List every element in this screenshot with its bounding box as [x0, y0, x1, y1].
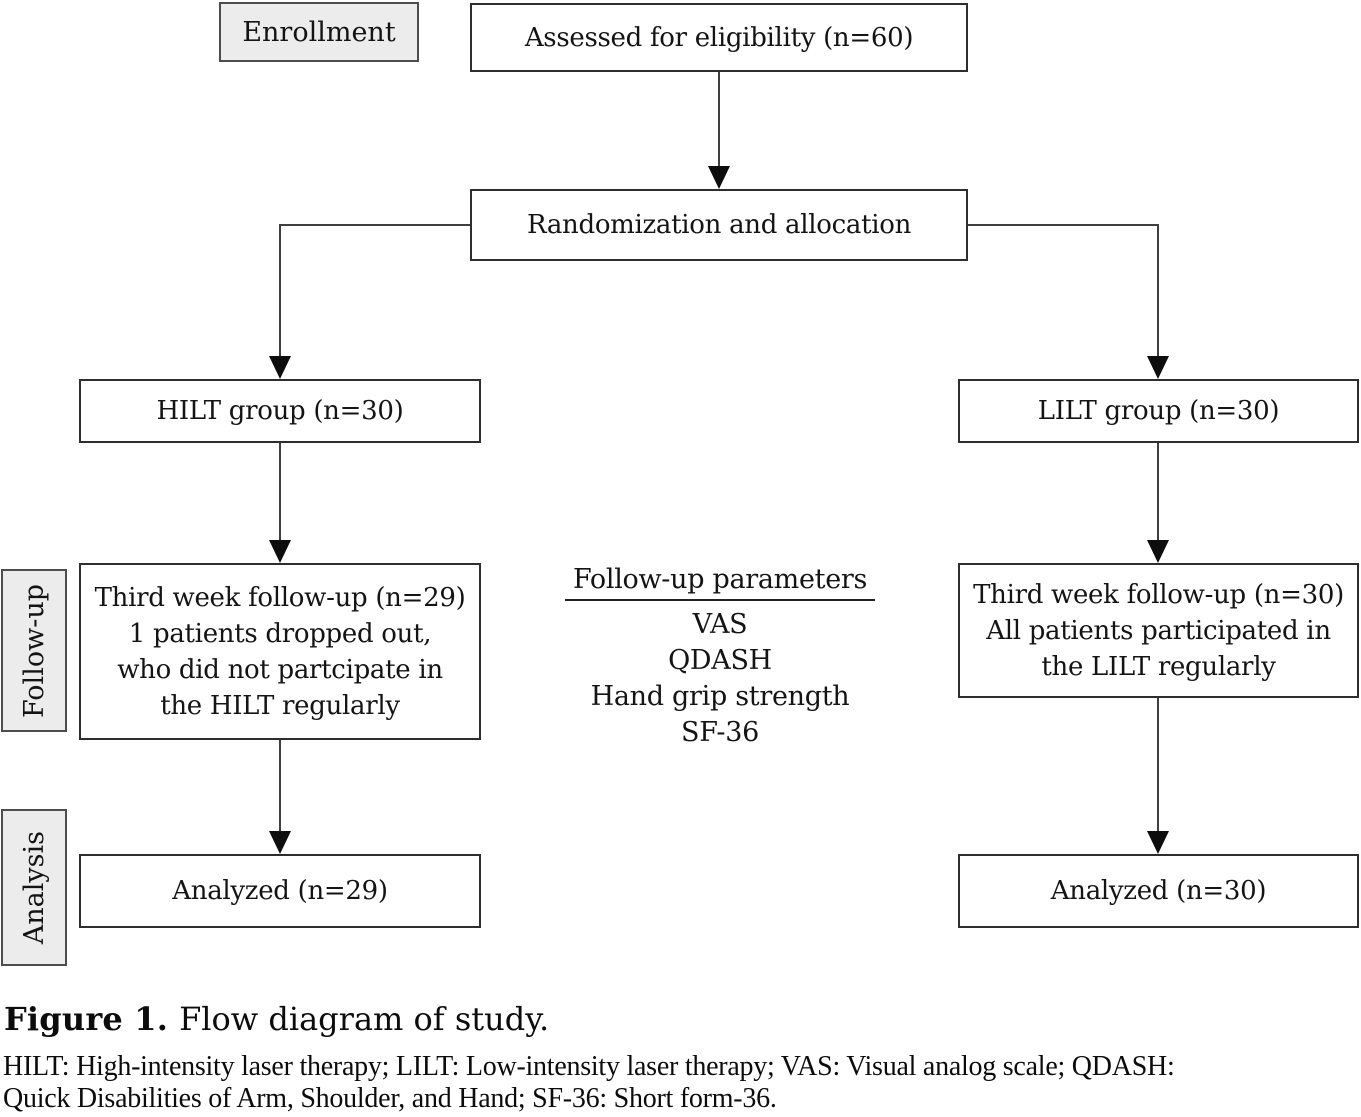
connector-lilt-followup-line — [1157, 443, 1159, 542]
followup-parameter-sf36: SF-36 — [681, 717, 759, 748]
followup-parameter-vas: VAS — [692, 609, 748, 640]
arrowhead-hilt-group — [269, 356, 291, 379]
followup-parameter-qdash: QDASH — [668, 645, 772, 676]
box-randomization: Randomization and allocation — [470, 189, 968, 261]
box-lilt-group-text: LILT group (n=30) — [1037, 396, 1280, 426]
box-hilt-analyzed: Analyzed (n=29) — [79, 854, 481, 928]
box-lilt-followup-line2: All patients participated in — [986, 615, 1331, 646]
arrowhead-lilt-followup — [1147, 540, 1169, 563]
connector-randomization-right-vertical — [1157, 224, 1159, 358]
figure-abbreviations-line2: Quick Disabilities of Arm, Shoulder, and… — [3, 1083, 777, 1114]
figure-caption: Figure 1. Flow diagram of study. — [4, 1000, 549, 1038]
figure-caption-label: Figure 1. — [4, 1000, 169, 1038]
followup-parameter-grip: Hand grip strength — [590, 681, 850, 712]
connector-randomization-right-horizontal — [968, 224, 1159, 226]
box-hilt-followup: Third week follow-up (n=29) 1 patients d… — [79, 563, 481, 740]
box-randomization-text: Randomization and allocation — [526, 210, 912, 240]
box-hilt-followup-line3: who did not partcipate in — [117, 654, 443, 685]
figure-caption-title: Flow diagram of study. — [179, 1000, 550, 1038]
connector-lilt-analyzed-line — [1157, 698, 1159, 833]
connector-hilt-followup-line — [279, 443, 281, 542]
stage-label-followup: Follow-up — [1, 569, 67, 732]
box-lilt-analyzed: Analyzed (n=30) — [958, 854, 1359, 928]
stage-label-analysis: Analysis — [1, 809, 67, 966]
box-hilt-group-text: HILT group (n=30) — [156, 396, 404, 426]
box-lilt-followup-line3: the LILT regularly — [1041, 651, 1276, 682]
box-lilt-analyzed-text: Analyzed (n=30) — [1050, 876, 1267, 906]
figure-abbreviations: HILT: High-intensity laser therapy; LILT… — [3, 1051, 1361, 1115]
stage-label-analysis-text: Analysis — [18, 830, 50, 945]
connector-hilt-analyzed-line — [279, 740, 281, 833]
connector-assessed-randomization-line — [718, 72, 720, 168]
arrowhead-lilt-group — [1147, 356, 1169, 379]
box-lilt-followup: Third week follow-up (n=30) All patients… — [958, 563, 1359, 698]
box-hilt-followup-line4: the HILT regularly — [160, 690, 400, 721]
followup-parameters-list: VAS QDASH Hand grip strength SF-36 — [538, 607, 902, 751]
stage-label-enrollment-text: Enrollment — [242, 16, 396, 48]
stage-label-enrollment: Enrollment — [219, 2, 419, 62]
box-hilt-group: HILT group (n=30) — [79, 379, 481, 443]
box-lilt-followup-line1: Third week follow-up (n=30) — [973, 579, 1344, 610]
box-lilt-group: LILT group (n=30) — [958, 379, 1359, 443]
followup-parameters-heading: Follow-up parameters — [564, 564, 876, 601]
box-assessed-eligibility-text: Assessed for eligibility (n=60) — [524, 22, 914, 53]
stage-label-followup-text: Follow-up — [18, 583, 50, 718]
arrowhead-hilt-analyzed — [269, 831, 291, 854]
box-assessed-eligibility: Assessed for eligibility (n=60) — [470, 3, 968, 72]
connector-randomization-left-horizontal — [279, 224, 470, 226]
arrowhead-randomization — [708, 166, 730, 189]
box-hilt-followup-line1: Third week follow-up (n=29) — [94, 582, 466, 613]
box-hilt-analyzed-text: Analyzed (n=29) — [172, 876, 388, 906]
arrowhead-hilt-followup — [269, 540, 291, 563]
followup-parameters-note: Follow-up parameters VAS QDASH Hand grip… — [538, 564, 902, 751]
arrowhead-lilt-analyzed — [1147, 831, 1169, 854]
connector-randomization-left-vertical — [279, 224, 281, 358]
box-hilt-followup-line2: 1 patients dropped out, — [128, 618, 432, 649]
figure-abbreviations-line1: HILT: High-intensity laser therapy; LILT… — [3, 1051, 1175, 1082]
